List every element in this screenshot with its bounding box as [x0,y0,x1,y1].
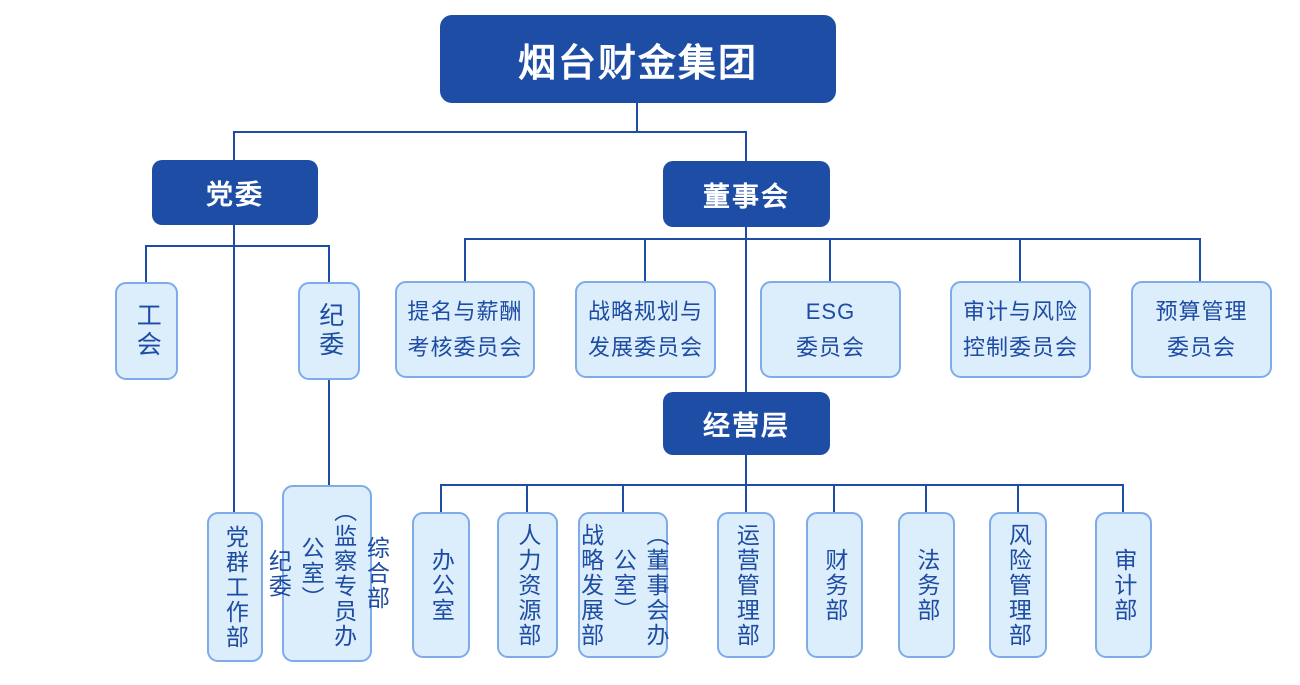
org-node-management-layer: 经营层 [663,392,830,455]
org-node-finance-dept: 财务部 [806,512,863,658]
connector [833,484,835,512]
org-node-general-dept-supervision-office: 综合部 （监察专员办公室） 纪委 [265,485,389,662]
org-node-operations-management-dept-label: 运营管理部 [733,522,760,648]
org-node-strategy-planning-committee: 战略规划与 发展委员会 [575,281,716,378]
org-node-finance-dept-label: 财务部 [821,547,848,623]
org-node-labor-union-label: 工会 [133,302,162,360]
org-node-risk-management-dept-label: 风险管理部 [1005,522,1032,648]
org-node-nomination-remuneration-committee-label: 提名与薪酬 考核委员会 [407,298,523,360]
connector [636,103,638,132]
org-node-nomination-remuneration-committee: 提名与薪酬 考核委员会 [395,281,535,378]
connector [328,245,330,282]
org-node-root: 烟台财金集团 [440,15,836,103]
org-node-discipline-committee-label: 纪委 [315,302,344,360]
org-node-board-label: 董事会 [703,181,790,212]
org-node-legal-dept: 法务部 [898,512,955,658]
org-node-audit-risk-control-committee: 审计与风险 控制委员会 [950,281,1091,378]
org-node-general-office: 办公室 [412,512,470,658]
org-node-human-resources-dept: 人力资源部 [497,512,558,658]
connector [145,245,147,282]
org-node-legal-dept-label: 法务部 [913,547,940,623]
org-node-strategy-development-dept-label: （董事会办公室） 战略发展部 [577,522,669,648]
org-node-party-mass-work-dept: 党群工作部 [207,512,263,662]
org-node-human-resources-dept-label: 人力资源部 [514,522,541,648]
connector [745,455,747,485]
org-node-party-committee: 党委 [152,160,318,225]
connector [925,484,927,512]
connector [829,238,831,281]
org-node-budget-management-committee: 预算管理 委员会 [1131,281,1272,378]
connector [745,484,747,512]
org-node-general-office-label: 办公室 [428,547,455,623]
org-node-budget-management-committee-label: 预算管理 委员会 [1155,298,1248,360]
org-node-esg-committee-label: ESG 委员会 [795,298,865,360]
org-node-general-dept-supervision-office-label: 综合部 （监察专员办公室） 纪委 [265,498,390,649]
org-node-audit-dept-label: 审计部 [1110,547,1137,623]
connector [464,238,466,281]
connector [1199,238,1201,281]
org-node-operations-management-dept: 运营管理部 [717,512,775,658]
connector [622,484,624,512]
org-node-labor-union: 工会 [115,282,178,380]
connector [440,484,1124,486]
org-node-party-mass-work-dept-label: 党群工作部 [222,524,249,650]
connector [1122,484,1124,512]
connector [745,131,747,161]
connector [440,484,442,512]
org-node-party-committee-label: 党委 [206,180,264,210]
connector [233,225,235,512]
org-node-strategy-planning-committee-label: 战略规划与 发展委员会 [587,298,703,360]
connector [644,238,646,281]
connector [745,226,747,392]
org-node-root-label: 烟台财金集团 [517,42,758,85]
org-node-risk-management-dept: 风险管理部 [989,512,1047,658]
connector [1019,238,1021,281]
connector [233,131,747,133]
connector [464,238,1201,240]
connector [526,484,528,512]
connector [145,245,330,247]
org-node-discipline-committee: 纪委 [298,282,360,380]
org-node-strategy-development-dept: （董事会办公室） 战略发展部 [578,512,669,658]
connector [233,131,235,161]
org-node-audit-dept: 审计部 [1095,512,1152,658]
connector [1017,484,1019,512]
org-node-esg-committee: ESG 委员会 [760,281,901,378]
connector [328,380,330,485]
org-node-board: 董事会 [663,161,830,227]
org-node-management-layer-label: 经营层 [703,411,790,441]
org-node-audit-risk-control-committee-label: 审计与风险 控制委员会 [962,298,1078,360]
